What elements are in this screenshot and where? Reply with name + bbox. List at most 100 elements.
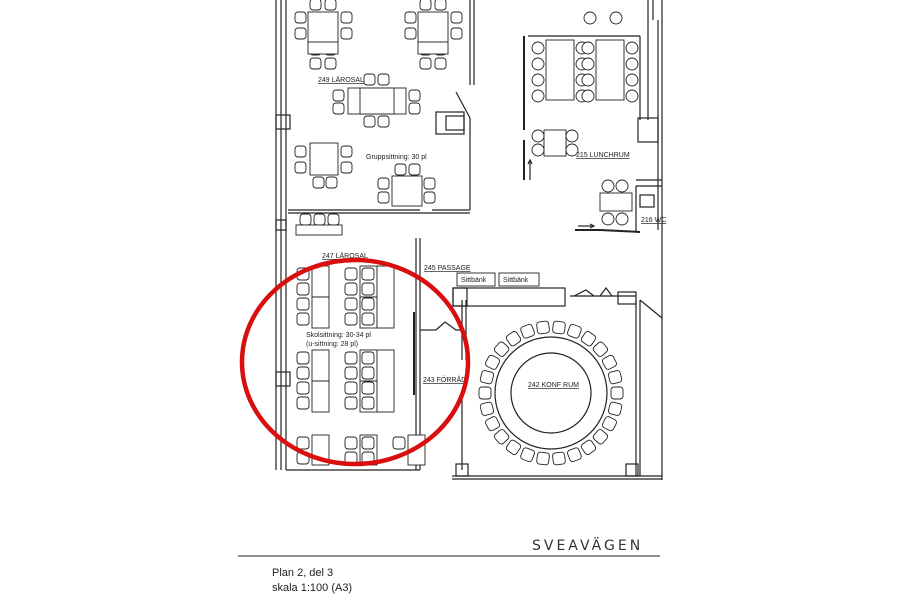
chair bbox=[299, 213, 312, 226]
chair bbox=[408, 163, 421, 176]
chair bbox=[296, 297, 310, 311]
chair bbox=[296, 396, 310, 410]
chair bbox=[601, 354, 617, 370]
chair bbox=[327, 213, 340, 226]
chair bbox=[450, 11, 463, 24]
chair bbox=[296, 436, 310, 450]
chair bbox=[552, 451, 566, 466]
chair bbox=[625, 89, 639, 103]
room-249-label: 249 LÄROSAL bbox=[318, 76, 364, 84]
chair bbox=[505, 439, 522, 455]
chair bbox=[392, 436, 406, 450]
table bbox=[376, 349, 395, 413]
room-215-label: 215 LUNCHRUM bbox=[576, 152, 630, 159]
chair bbox=[294, 145, 307, 158]
table bbox=[359, 87, 395, 115]
bench-1: Sittbänk bbox=[456, 272, 496, 287]
chair bbox=[361, 267, 375, 281]
table bbox=[376, 265, 395, 329]
bench-2: Sittbänk bbox=[498, 272, 540, 287]
table bbox=[417, 41, 449, 55]
chair bbox=[296, 312, 310, 326]
chair bbox=[324, 57, 337, 70]
chair bbox=[531, 41, 545, 55]
chair bbox=[296, 282, 310, 296]
chair bbox=[361, 396, 375, 410]
chair bbox=[536, 320, 550, 335]
table bbox=[599, 192, 633, 212]
chair bbox=[361, 282, 375, 296]
chair bbox=[580, 331, 597, 347]
furniture bbox=[294, 0, 639, 466]
chair bbox=[294, 161, 307, 174]
chair bbox=[404, 27, 417, 40]
chair bbox=[505, 331, 522, 347]
chair bbox=[344, 282, 358, 296]
chair bbox=[601, 416, 617, 432]
chair bbox=[394, 163, 407, 176]
chair bbox=[567, 323, 582, 339]
room-242-label: 242 KONF RUM bbox=[528, 382, 579, 389]
chair bbox=[340, 145, 353, 158]
chair bbox=[479, 370, 494, 385]
chair bbox=[434, 0, 447, 11]
table bbox=[417, 11, 449, 43]
chair bbox=[332, 102, 345, 115]
room-247-label: 247 LÄROSAL bbox=[322, 252, 368, 260]
chair bbox=[344, 381, 358, 395]
chair bbox=[377, 115, 390, 128]
chair bbox=[608, 370, 623, 385]
chair bbox=[493, 429, 510, 445]
chair bbox=[581, 73, 595, 87]
chair bbox=[344, 267, 358, 281]
chair bbox=[344, 297, 358, 311]
street-name: SVEAVÄGEN bbox=[532, 536, 643, 554]
chair bbox=[531, 143, 545, 157]
table bbox=[543, 129, 567, 157]
chair bbox=[592, 341, 609, 357]
chair bbox=[361, 381, 375, 395]
chair bbox=[361, 351, 375, 365]
chair bbox=[296, 351, 310, 365]
chair bbox=[552, 320, 566, 335]
chair bbox=[581, 41, 595, 55]
chair bbox=[340, 27, 353, 40]
chair bbox=[344, 436, 358, 450]
chair bbox=[361, 366, 375, 380]
table bbox=[295, 224, 343, 236]
room-labels: 249 LÄROSAL Gruppsittning: 30 pl 247 LÄR… bbox=[306, 76, 666, 554]
chair bbox=[581, 57, 595, 71]
chair bbox=[536, 451, 550, 466]
chair bbox=[419, 0, 432, 11]
chair bbox=[423, 191, 436, 204]
chair bbox=[313, 213, 326, 226]
chair bbox=[324, 0, 337, 11]
chair bbox=[344, 351, 358, 365]
chair bbox=[309, 0, 322, 11]
highlight-circle bbox=[239, 257, 471, 467]
room-247-seating: Skolsittning: 30-34 pl bbox=[306, 332, 371, 339]
table bbox=[545, 39, 575, 101]
chair bbox=[363, 73, 376, 86]
chair bbox=[531, 129, 545, 143]
chair bbox=[520, 447, 535, 463]
chair bbox=[312, 176, 325, 189]
chair bbox=[485, 416, 501, 432]
chair bbox=[485, 354, 501, 370]
room-247-useating: (u-sittning: 28 pl) bbox=[306, 341, 358, 348]
table bbox=[595, 39, 625, 101]
table bbox=[391, 175, 423, 207]
chair bbox=[408, 89, 421, 102]
chair bbox=[340, 161, 353, 174]
chair bbox=[361, 297, 375, 311]
chair bbox=[332, 89, 345, 102]
bench-2-label: Sittbänk bbox=[503, 277, 529, 284]
chair bbox=[478, 386, 492, 400]
chair bbox=[580, 439, 597, 455]
chair bbox=[340, 11, 353, 24]
chair bbox=[625, 57, 639, 71]
chair bbox=[325, 176, 338, 189]
chair bbox=[610, 386, 624, 400]
chair bbox=[583, 11, 597, 25]
chair bbox=[296, 381, 310, 395]
